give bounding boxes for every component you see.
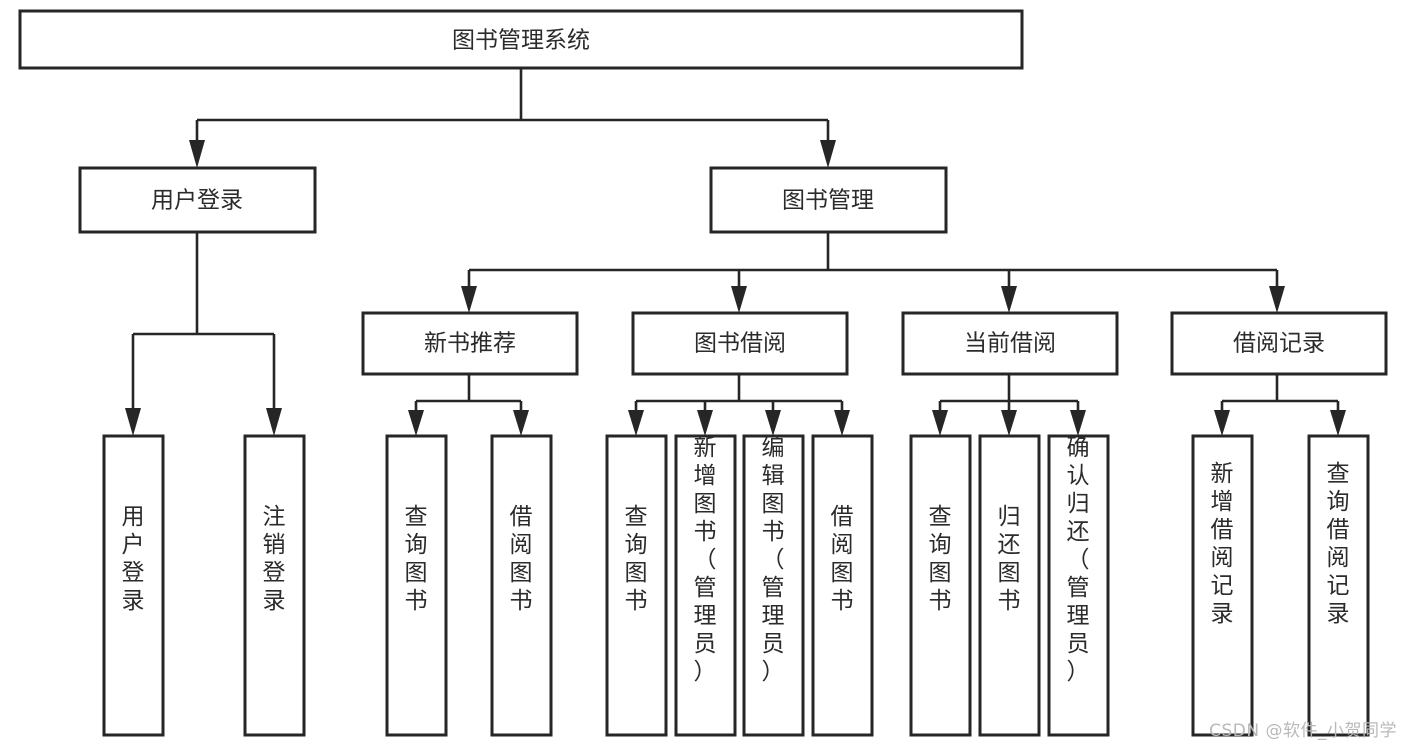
arrow-head-leaf-user-login <box>125 408 141 436</box>
node-leaf-add-record-label: 新增借阅记录 <box>1211 461 1234 627</box>
node-leaf-user-login-box[interactable] <box>102 434 165 737</box>
arrow-head-leaf-query-book-2 <box>628 410 644 436</box>
node-leaf-query-record[interactable]: 查询借阅记录 <box>1307 434 1370 737</box>
node-leaf-edit-book-label: 编辑图书（管理员） <box>762 435 785 685</box>
node-leaf-borrow-book-2-label: 借阅图书 <box>831 504 854 614</box>
node-borrow-record[interactable]: 借阅记录 <box>1170 311 1388 376</box>
node-leaf-add-record[interactable]: 新增借阅记录 <box>1191 434 1254 737</box>
node-leaf-edit-book[interactable]: 编辑图书（管理员） <box>742 434 805 737</box>
node-book-borrow-box[interactable] <box>631 311 849 376</box>
node-leaf-add-book-box[interactable] <box>674 434 737 737</box>
node-leaf-edit-book-box[interactable] <box>742 434 805 737</box>
node-leaf-query-book-3-label: 查询图书 <box>929 504 952 614</box>
node-current-borrow-box[interactable] <box>901 311 1119 376</box>
arrow-head-leaf-borrow-book-2 <box>834 410 850 436</box>
arrow-head-leaf-query-record <box>1330 410 1346 436</box>
node-book-borrow[interactable]: 图书借阅 <box>631 311 849 376</box>
arrow-head-leaf-edit-book <box>765 410 781 436</box>
node-borrow-record-label: 借阅记录 <box>1233 331 1325 357</box>
node-leaf-query-record-label: 查询借阅记录 <box>1327 461 1350 627</box>
node-leaf-query-book-1[interactable]: 查询图书 <box>385 434 448 737</box>
node-leaf-borrow-book-1-box[interactable] <box>490 434 553 737</box>
node-leaf-logout-login[interactable]: 注销登录 <box>243 434 306 737</box>
arrow-head-leaf-logout-login <box>266 408 282 436</box>
node-leaf-borrow-book-2[interactable]: 借阅图书 <box>811 434 874 737</box>
node-leaf-confirm-return[interactable]: 确认归还（管理员） <box>1047 434 1110 737</box>
node-leaf-query-book-1-box[interactable] <box>385 434 448 737</box>
node-leaf-borrow-book-1[interactable]: 借阅图书 <box>490 434 553 737</box>
arrow-head-leaf-query-book-3 <box>932 410 948 436</box>
node-current-borrow[interactable]: 当前借阅 <box>901 311 1119 376</box>
node-leaf-add-book[interactable]: 新增图书（管理员） <box>674 434 737 737</box>
node-root[interactable]: 图书管理系统 <box>18 9 1024 70</box>
node-user-login[interactable]: 用户登录 <box>78 166 317 234</box>
arrow-head-book-borrow <box>731 286 747 313</box>
arrow-head-leaf-confirm-return <box>1070 410 1086 436</box>
node-leaf-user-login-label: 用户登录 <box>122 504 145 614</box>
node-leaf-query-book-1-label: 查询图书 <box>405 504 428 614</box>
arrow-head-borrow-record <box>1269 286 1285 313</box>
node-new-book-rec[interactable]: 新书推荐 <box>361 311 579 376</box>
node-leaf-query-book-2-box[interactable] <box>605 434 668 737</box>
node-leaf-confirm-return-box[interactable] <box>1047 434 1110 737</box>
node-root-label: 图书管理系统 <box>452 28 590 54</box>
arrow-head-new-book-rec <box>461 286 477 313</box>
node-leaf-borrow-book-2-box[interactable] <box>811 434 874 737</box>
node-leaf-query-book-2-label: 查询图书 <box>625 504 648 614</box>
arrow-head-leaf-return-book <box>1001 410 1017 436</box>
node-leaf-add-book-label: 新增图书（管理员） <box>694 435 717 685</box>
node-book-borrow-label: 图书借阅 <box>694 331 786 357</box>
node-leaf-query-book-3-box[interactable] <box>909 434 972 737</box>
arrow-head-leaf-query-book-1 <box>408 410 424 436</box>
arrow-head-current-borrow <box>1001 286 1017 313</box>
node-leaf-borrow-book-1-label: 借阅图书 <box>510 504 533 614</box>
node-leaf-add-record-box[interactable] <box>1191 434 1254 737</box>
node-root-box[interactable] <box>18 9 1024 70</box>
node-leaf-query-record-box[interactable] <box>1307 434 1370 737</box>
node-leaf-return-book[interactable]: 归还图书 <box>978 434 1041 737</box>
node-leaf-confirm-return-label: 确认归还（管理员） <box>1067 435 1090 685</box>
node-user-login-box[interactable] <box>78 166 317 234</box>
node-leaf-query-book-3[interactable]: 查询图书 <box>909 434 972 737</box>
arrow-head-user-login <box>189 140 205 168</box>
node-leaf-logout-login-label: 注销登录 <box>263 504 286 614</box>
node-leaf-return-book-label: 归还图书 <box>998 504 1021 614</box>
node-book-manage-label: 图书管理 <box>782 188 874 214</box>
arrow-head-leaf-borrow-book-1 <box>513 410 529 436</box>
node-new-book-rec-label: 新书推荐 <box>424 331 516 357</box>
node-book-manage[interactable]: 图书管理 <box>709 166 948 234</box>
arrow-head-book-manage <box>820 140 836 168</box>
node-user-login-label: 用户登录 <box>151 188 243 214</box>
node-leaf-logout-login-box[interactable] <box>243 434 306 737</box>
node-leaf-return-book-box[interactable] <box>978 434 1041 737</box>
node-borrow-record-box[interactable] <box>1170 311 1388 376</box>
arrow-head-leaf-add-record <box>1214 410 1230 436</box>
node-leaf-user-login[interactable]: 用户登录 <box>102 434 165 737</box>
connector-layer <box>125 68 1346 436</box>
arrow-head-leaf-add-book <box>697 410 713 436</box>
node-current-borrow-label: 当前借阅 <box>964 331 1056 357</box>
node-new-book-rec-box[interactable] <box>361 311 579 376</box>
node-book-manage-box[interactable] <box>709 166 948 234</box>
node-leaf-query-book-2[interactable]: 查询图书 <box>605 434 668 737</box>
